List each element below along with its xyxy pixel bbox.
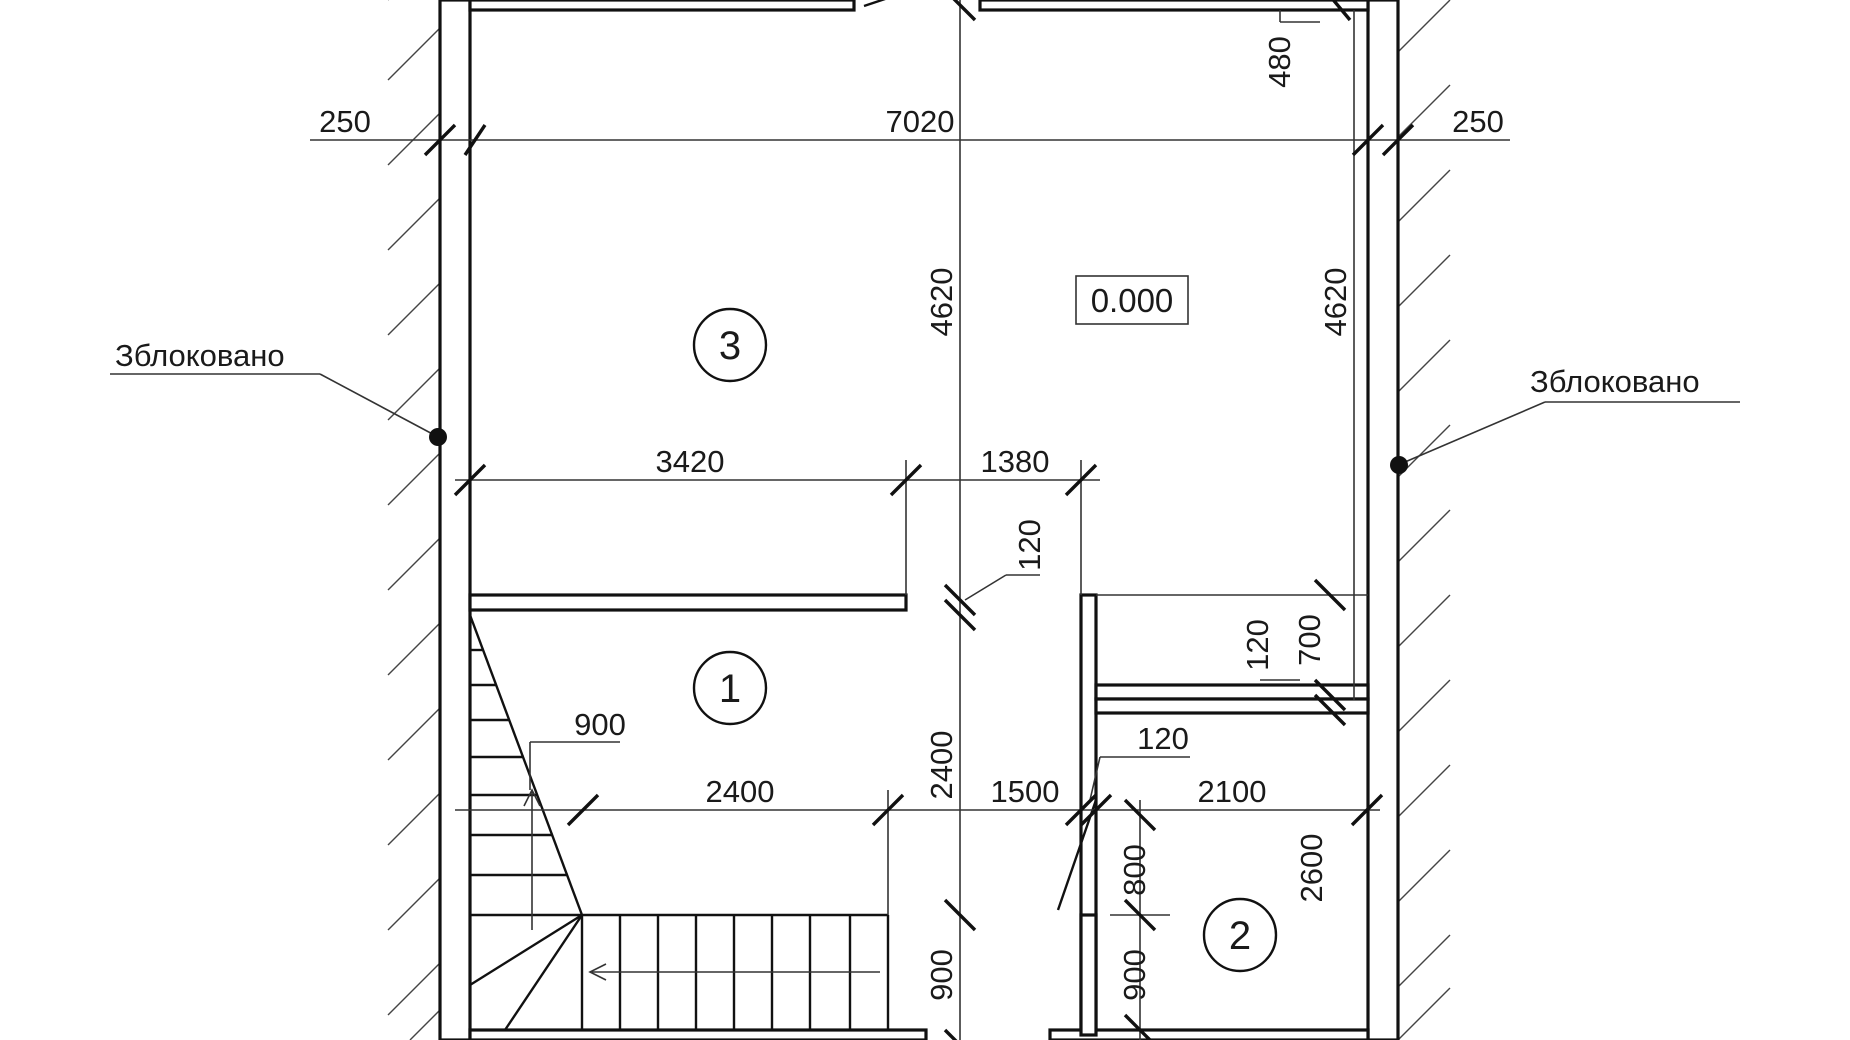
dimension-lines: [110, 0, 1740, 1040]
dim-seg-3420: 3420: [656, 444, 725, 479]
room-1-marker: [692, 650, 768, 726]
wall-bottom-left: [468, 1028, 928, 1040]
level-mark: 0.000: [1091, 282, 1174, 319]
dim-height-left-4620: 4620: [924, 268, 959, 337]
wall-top-right: [978, 0, 1370, 12]
dim-seg-2100: 2100: [1198, 774, 1267, 809]
dim-bottom-900-b: 900: [1117, 949, 1152, 1001]
dim-seg-1380: 1380: [981, 444, 1050, 479]
staircase: [468, 610, 890, 1031]
dim-height-right-4620: 4620: [1318, 268, 1353, 337]
dim-wall-120-c: 120: [1137, 721, 1189, 756]
wall-room2-top: [1094, 697, 1370, 715]
door-leaf-entrance: [863, 0, 886, 8]
dim-top-480: 480: [1262, 36, 1297, 88]
wall-top-left: [468, 0, 856, 12]
dim-wall-left-250: 250: [319, 104, 371, 139]
wall-partition-3-1: [468, 593, 908, 612]
dim-seg-2600: 2600: [1294, 834, 1329, 903]
dim-wall-right-250: 250: [1452, 104, 1504, 139]
label-blocked-right: Зблоковано: [1530, 364, 1700, 399]
dim-seg-700: 700: [1292, 614, 1327, 666]
wall-bottom-right: [1048, 1028, 1370, 1040]
dim-bottom-900-a: 900: [924, 949, 959, 1001]
dim-overall-7020: 7020: [886, 104, 955, 139]
room-2-marker: [1202, 897, 1278, 973]
wall-corridor-lower: [1079, 913, 1098, 1037]
leader-dot-right: [1390, 456, 1408, 474]
dim-seg-2400-h: 2400: [706, 774, 775, 809]
wall-outer-left: [438, 0, 472, 1040]
dim-seg-1500: 1500: [991, 774, 1060, 809]
walls: [438, 0, 1400, 1040]
dimension-ticks: [423, 0, 1415, 1040]
dim-seg-2400-v: 2400: [924, 731, 959, 800]
dim-stair-900: 900: [574, 707, 626, 742]
room-3-marker: [692, 307, 768, 383]
label-blocked-left: Зблоковано: [115, 338, 285, 373]
leader-dot-left: [429, 428, 447, 446]
dim-door-800: 800: [1117, 844, 1152, 896]
room-1-number: 1: [719, 667, 741, 711]
dim-wall-120-a: 120: [1012, 519, 1047, 571]
hatch-left-neighbour: [387, 0, 441, 1040]
hatch-right-neighbour: [1397, 0, 1451, 1040]
wall-outer-right: [1366, 0, 1400, 1040]
level-mark-box: [1075, 275, 1189, 325]
room-2-number: 2: [1229, 914, 1251, 958]
dim-wall-120-b: 120: [1240, 619, 1275, 671]
room-3-number: 3: [719, 324, 741, 368]
